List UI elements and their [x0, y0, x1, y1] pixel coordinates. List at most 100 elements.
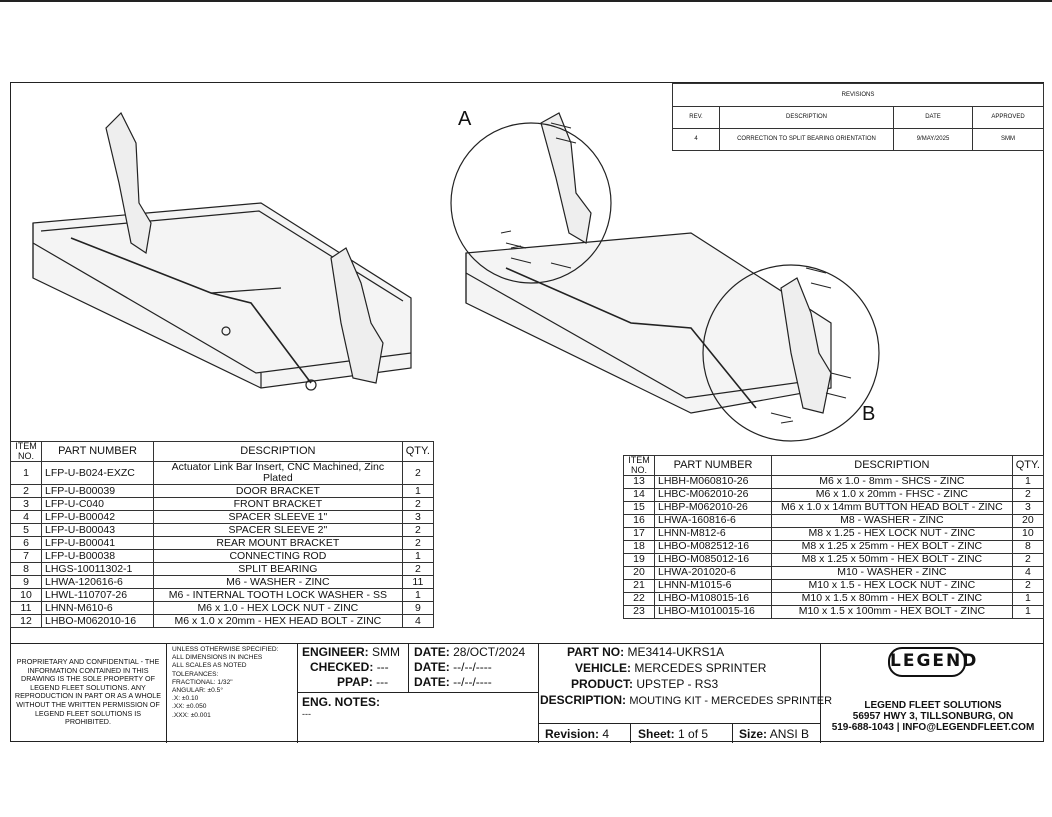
qty-cell: 1	[1011, 592, 1045, 606]
date-value: 28/OCT/2024	[453, 645, 526, 659]
item-no-header: ITEM NO.	[10, 441, 42, 462]
qty-cell: 1	[401, 549, 435, 564]
tolerance-line: TOLERANCES:	[172, 670, 219, 678]
callout-a: A	[458, 108, 472, 130]
ppap-value: ---	[376, 675, 389, 689]
item-no-cell: 12	[10, 614, 42, 629]
product-row: PRODUCT: UPSTEP - RS3	[571, 677, 718, 691]
part-number-cell: LHNN-M812-6	[654, 527, 772, 541]
description-row: DESCRIPTION: MOUTING KIT - MERCEDES SPRI…	[540, 693, 832, 707]
revision-label: Revision:	[545, 727, 600, 741]
product-label: PRODUCT:	[571, 677, 633, 691]
description-cell: CONNECTING ROD	[153, 549, 403, 564]
date-row-1: DATE: 28/OCT/2024	[414, 645, 525, 659]
tolerance-line: ANGULAR: ±0.5°	[172, 687, 223, 695]
item-no-header: ITEM NO.	[623, 455, 655, 476]
item-no-cell: 5	[10, 523, 42, 538]
company-contact: 519-688-1043 | INFO@LEGENDFLEET.COM	[831, 722, 1035, 733]
part-number-cell: LHWA-201020-6	[654, 566, 772, 580]
part-number-cell: LFP-U-B00041	[41, 536, 154, 551]
qty-cell: 4	[1011, 566, 1045, 580]
qty-cell: 2	[401, 523, 435, 538]
top-border	[0, 0, 1052, 2]
item-no-cell: 4	[10, 510, 42, 525]
description-cell: SPACER SLEEVE 2"	[153, 523, 403, 538]
description-value: MOUTING KIT - MERCEDES SPRINTER	[629, 695, 833, 707]
description-cell: M6 x 1.0 x 14mm BUTTON HEAD BOLT - ZINC	[771, 501, 1013, 515]
description-cell: M6 x 1.0 x 20mm - FHSC - ZINC	[771, 488, 1013, 502]
callout-b: B	[862, 403, 876, 425]
tolerance-line: ALL DIMENSIONS IN INCHES	[172, 654, 263, 662]
revision-row: Revision: 4	[545, 727, 609, 741]
item-no-cell: 13	[623, 475, 655, 489]
item-no-cell: 2	[10, 484, 42, 499]
company-address: 56957 HWY 3, TILLSONBURG, ON	[852, 711, 1014, 722]
description-cell: M10 x 1.5 - HEX LOCK NUT - ZINC	[771, 579, 1013, 593]
size-label: Size:	[739, 727, 768, 741]
description-cell: Actuator Link Bar Insert, CNC Machined, …	[153, 460, 403, 486]
date-row-3: DATE: --/--/----	[414, 675, 492, 689]
rev-approved-header: APPROVED	[972, 106, 1044, 129]
part-number-cell: LHWL-110707-26	[41, 588, 154, 603]
item-no-cell: 6	[10, 536, 42, 551]
part-no-value: ME3414-UKRS1A	[627, 645, 725, 659]
item-no-cell: 9	[10, 575, 42, 590]
date-label: DATE:	[414, 675, 450, 689]
qty-cell: 3	[401, 510, 435, 525]
date-label: DATE:	[414, 660, 450, 674]
description-cell: M8 x 1.25 x 50mm - HEX BOLT - ZINC	[771, 553, 1013, 567]
part-number-cell: LHBO-M108015-16	[654, 592, 772, 606]
part-number-cell: LHBO-M062010-16	[41, 614, 154, 629]
item-no-cell: 15	[623, 501, 655, 515]
item-no-cell: 16	[623, 514, 655, 528]
checked-value: ---	[376, 660, 389, 674]
checked-row: CHECKED: ---	[310, 660, 389, 674]
item-no-cell: 23	[623, 605, 655, 619]
rev-number: 4	[672, 128, 720, 151]
qty-cell: 20	[1011, 514, 1045, 528]
table-row: 4 CORRECTION TO SPLIT BEARING ORIENTATIO…	[672, 128, 1044, 151]
proprietary-notice: PROPRIETARY AND CONFIDENTIAL - THE INFOR…	[14, 657, 162, 727]
item-no-cell: 18	[623, 540, 655, 554]
bom-table-right: ITEM NO. PART NUMBER DESCRIPTION QTY. 13…	[623, 455, 1045, 619]
rev-description-header: DESCRIPTION	[719, 106, 894, 129]
qty-cell: 1	[401, 484, 435, 499]
ppap-row: PPAP: ---	[337, 675, 388, 689]
description-cell: M6 x 1.0 x 20mm - HEX HEAD BOLT - ZINC	[153, 614, 403, 629]
item-no-cell: 3	[10, 497, 42, 512]
qty-cell: 2	[401, 460, 435, 486]
description-cell: REAR MOUNT BRACKET	[153, 536, 403, 551]
item-no-cell: 7	[10, 549, 42, 564]
date-value: --/--/----	[453, 675, 492, 689]
qty-cell: 2	[401, 497, 435, 512]
tolerance-line: UNLESS OTHERWISE SPECIFIED:	[172, 646, 279, 653]
date-value: --/--/----	[453, 660, 492, 674]
part-number-cell: LHBO-M085012-16	[654, 553, 772, 567]
rev-approved: SMM	[972, 128, 1044, 151]
item-no-cell: 14	[623, 488, 655, 502]
description-cell: SPLIT BEARING	[153, 562, 403, 577]
part-number-cell: LFP-U-B024-EXZC	[41, 460, 154, 486]
rev-header: REV.	[672, 106, 720, 129]
description-cell: M6 - INTERNAL TOOTH LOCK WASHER - SS	[153, 588, 403, 603]
sheet-row: Sheet: 1 of 5	[638, 727, 708, 741]
item-no-cell: 8	[10, 562, 42, 577]
part-number-cell: LFP-U-B00042	[41, 510, 154, 525]
description-header: DESCRIPTION	[153, 441, 403, 462]
qty-cell: 2	[1011, 553, 1045, 567]
description-cell: M8 x 1.25 x 25mm - HEX BOLT - ZINC	[771, 540, 1013, 554]
